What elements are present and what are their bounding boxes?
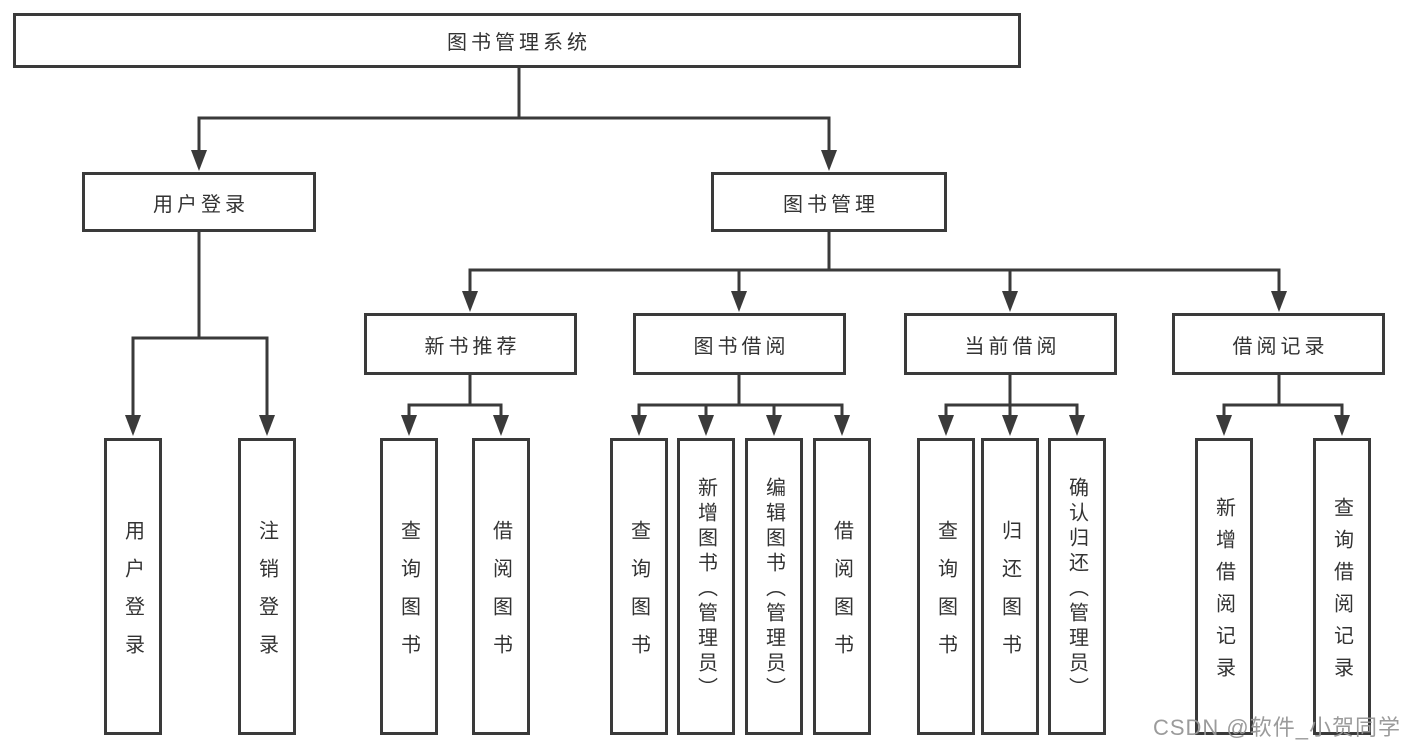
leaf-record-add-label: 新增借阅记录 — [1212, 496, 1235, 689]
node-user-login-label: 用户登录 — [153, 193, 249, 216]
leaf-borrow-book: 借阅图书 — [813, 438, 871, 735]
node-new-book-label: 新书推荐 — [424, 335, 521, 358]
leaf-current-return-label: 归还图书 — [998, 519, 1021, 672]
leaf-borrow-query-label: 查询图书 — [627, 519, 650, 672]
node-new-book: 新书推荐 — [364, 313, 577, 375]
node-user-login: 用户登录 — [82, 172, 316, 232]
leaf-current-confirm: 确认归还（管理员） — [1048, 438, 1106, 735]
node-current-borrow-label: 当前借阅 — [964, 335, 1061, 358]
node-book-manage: 图书管理 — [711, 172, 947, 232]
leaf-logout: 注销登录 — [238, 438, 296, 735]
leaf-borrow-edit-label: 编辑图书（管理员） — [762, 476, 785, 702]
leaf-record-query: 查询借阅记录 — [1313, 438, 1371, 735]
node-current-borrow: 当前借阅 — [904, 313, 1117, 375]
leaf-current-query: 查询图书 — [917, 438, 975, 735]
leaf-record-query-label: 查询借阅记录 — [1330, 496, 1353, 689]
node-book-manage-label: 图书管理 — [783, 193, 879, 216]
watermark: CSDN @软件_小贺同学 — [1152, 715, 1401, 740]
leaf-record-add: 新增借阅记录 — [1195, 438, 1253, 735]
leaf-newbook-borrow-label: 借阅图书 — [489, 519, 512, 672]
leaf-borrow-add-label: 新增图书（管理员） — [694, 476, 717, 702]
leaf-user-login: 用户登录 — [104, 438, 162, 735]
node-book-borrow-label: 图书借阅 — [693, 335, 790, 358]
leaf-borrow-book-label: 借阅图书 — [830, 519, 853, 672]
leaf-current-confirm-label: 确认归还（管理员） — [1065, 476, 1088, 702]
node-root: 图书管理系统 — [13, 13, 1021, 68]
leaf-current-return: 归还图书 — [981, 438, 1039, 735]
leaf-borrow-query: 查询图书 — [610, 438, 668, 735]
node-borrow-record: 借阅记录 — [1172, 313, 1385, 375]
leaf-newbook-borrow: 借阅图书 — [472, 438, 530, 735]
node-borrow-record-label: 借阅记录 — [1232, 335, 1329, 358]
leaf-borrow-add: 新增图书（管理员） — [677, 438, 735, 735]
leaf-newbook-query-label: 查询图书 — [397, 519, 420, 672]
leaf-newbook-query: 查询图书 — [380, 438, 438, 735]
leaf-logout-label: 注销登录 — [255, 519, 278, 672]
leaf-borrow-edit: 编辑图书（管理员） — [745, 438, 803, 735]
leaf-user-login-label: 用户登录 — [121, 519, 144, 672]
leaf-current-query-label: 查询图书 — [934, 519, 957, 672]
node-root-label: 图书管理系统 — [447, 32, 591, 54]
arrowheads — [125, 150, 1350, 436]
node-book-borrow: 图书借阅 — [633, 313, 846, 375]
